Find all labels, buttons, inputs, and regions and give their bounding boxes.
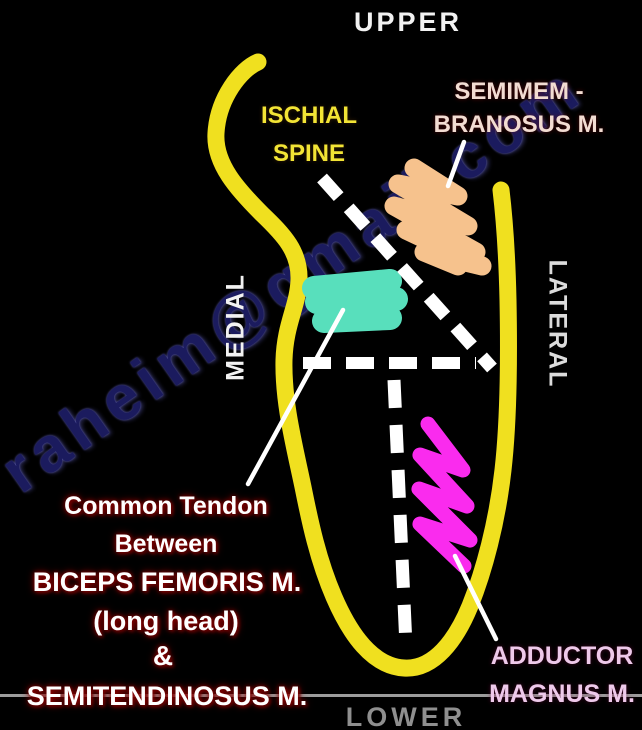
ischial-tuberosity-outline [207, 53, 517, 677]
label-adductor-magnus-line-1: ADDUCTOR [490, 642, 634, 670]
label-upper: UPPER [353, 7, 463, 37]
label-lateral: LATERAL [543, 259, 572, 389]
label-ischial-spine-line-1: ISCHIAL [261, 102, 357, 129]
label-common-tendon-line-6: SEMITENDINOSUS M. [26, 681, 308, 711]
label-semimembranosus-line-2: BRANOSUS M. [433, 111, 605, 138]
common-tendon-attachment-area [302, 269, 408, 333]
label-ischial-spine: ISCHIAL SPINE [261, 97, 357, 173]
adductor-magnus-attachment-area [411, 416, 478, 574]
label-common-tendon-line-1: Common Tendon [64, 492, 268, 520]
label-common-tendon-line-5: & [152, 640, 174, 671]
label-semimembranosus: SEMIMEM - BRANOSUS M. [434, 75, 605, 141]
common-tendon-pointer-line [245, 307, 346, 487]
label-medial: MEDIAL [221, 273, 250, 381]
diagonal-dashed-divider [317, 173, 497, 373]
semimembranosus-pointer-line [445, 139, 467, 189]
label-adductor-magnus: ADDUCTOR MAGNUS M. [489, 637, 635, 713]
vertical-dashed-divider [387, 379, 413, 647]
label-lower: LOWER [345, 702, 467, 730]
semimembranosus-attachment-area [384, 158, 492, 276]
label-common-tendon-line-2: Between [114, 530, 218, 558]
label-common-tendon-line-3: BICEPS FEMORIS M. [32, 567, 302, 597]
label-adductor-magnus-line-2: MAGNUS M. [489, 680, 635, 708]
label-ischial-spine-line-2: SPINE [272, 140, 346, 167]
label-common-tendon-line-4: (long head) [93, 606, 239, 636]
adductor-magnus-pointer-line [452, 553, 499, 642]
label-semimembranosus-line-1: SEMIMEM - [454, 78, 584, 105]
bottom-divider-line [0, 694, 642, 697]
